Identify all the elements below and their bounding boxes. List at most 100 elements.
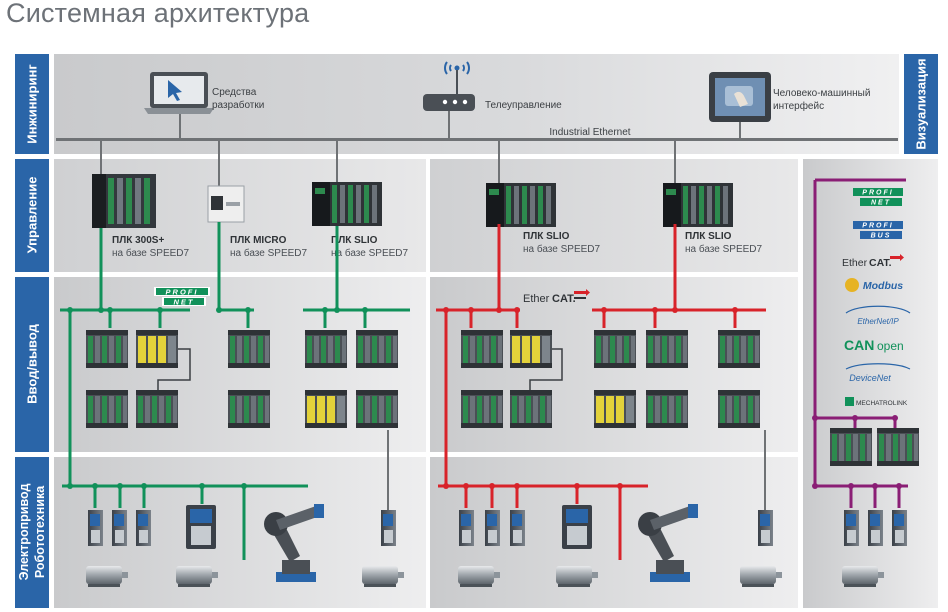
plc-slio-device-2 [486, 183, 556, 227]
profinet-logo: PROFI NET [154, 287, 210, 307]
svg-text:MECHATROLINK: MECHATROLINK [856, 400, 908, 407]
profinet-logo-2: PROFI NET [853, 188, 903, 207]
svg-text:PROFI: PROFI [862, 223, 893, 230]
row-label-control: Управление [25, 177, 40, 254]
row-label-visualization: Визуализация [914, 58, 929, 149]
svg-text:Ether: Ether [523, 293, 550, 305]
io-module [461, 390, 503, 428]
plc-name-1: ПЛК 300S+ [112, 235, 164, 246]
svg-text:PROFI: PROFI [862, 190, 893, 197]
plc-300s-device [92, 174, 156, 228]
svg-text:DeviceNet: DeviceNet [849, 373, 891, 383]
io-module-safety [136, 330, 178, 368]
industrial-ethernet-bus [56, 138, 898, 141]
io-module-safety [510, 330, 552, 368]
row-band-io [15, 277, 49, 452]
svg-text:CAN: CAN [844, 337, 874, 353]
frequency-inverter-icon [562, 505, 592, 549]
hmi-label-1: Человеко-машинный [773, 88, 870, 99]
svg-text:NET: NET [174, 298, 195, 307]
plc-micro-device [207, 185, 245, 223]
plc-slio-device-3 [663, 183, 733, 227]
servo-drive-icon [844, 510, 859, 546]
io-module [86, 330, 128, 368]
servo-drive-icon [510, 510, 525, 546]
svg-text:Modbus: Modbus [863, 280, 903, 292]
svg-text:CAT.: CAT. [869, 257, 892, 269]
dev-tools-label-2: разработки [212, 99, 264, 111]
io-module [718, 330, 760, 368]
canopen-logo: CAN open [844, 337, 904, 353]
io-module [510, 390, 552, 428]
svg-text:open: open [877, 339, 904, 353]
panel-control-right [430, 159, 798, 272]
row-band-engineering [15, 54, 49, 154]
plc-sub-5: на базе SPEED7 [685, 243, 763, 255]
servo-drive-icon [88, 510, 103, 546]
servo-drive-icon [136, 510, 151, 546]
svg-text:BUS: BUS [871, 233, 892, 240]
page-title: Системная архитектура [6, 0, 310, 28]
robot-arm-icon [638, 504, 698, 582]
row-band-control [15, 159, 49, 272]
row-label-io: Ввод/вывод [25, 323, 40, 404]
io-module [356, 390, 398, 428]
plc-sub-3: на базе SPEED7 [331, 247, 409, 259]
remote-label: Телеуправление [485, 100, 562, 111]
svg-text:CAT.: CAT. [552, 293, 576, 305]
profinet-network [60, 222, 410, 560]
io-module [86, 390, 128, 428]
io-module-safety [594, 390, 636, 428]
io-module [718, 390, 760, 428]
servo-drive-icon [758, 510, 773, 546]
ethercat-logo-2: Ether CAT. [842, 254, 904, 269]
hmi-touchscreen-icon [709, 72, 771, 122]
servo-drive-icon [868, 510, 883, 546]
io-module-safety [305, 390, 347, 428]
profibus-logo: PROFI BUS [853, 221, 903, 240]
fieldbus-network [813, 178, 908, 508]
laptop-icon [144, 72, 214, 114]
svg-text:Ether: Ether [842, 257, 868, 269]
mechatrolink-logo: MECHATROLINK [845, 397, 908, 407]
io-module [594, 330, 636, 368]
row-label-engineering: Инжиниринг [25, 64, 40, 144]
bus-label: Industrial Ethernet [549, 127, 630, 138]
io-module [228, 390, 270, 428]
row-label-drive: Электропривод [17, 484, 31, 581]
servo-drive-icon [892, 510, 907, 546]
frequency-inverter-icon [186, 505, 216, 549]
robot-arm-icon [264, 504, 324, 582]
svg-text:NET: NET [871, 200, 891, 207]
io-module [646, 330, 688, 368]
plc-name-4: ПЛК SLIO [523, 231, 570, 242]
ethernetip-logo: EtherNet/IP [845, 305, 911, 326]
io-module [136, 390, 178, 428]
svg-text:PROFI: PROFI [166, 288, 199, 297]
servo-drive-icon [381, 510, 396, 546]
row-label-robotics: Робототехника [33, 485, 47, 578]
router-icon [423, 61, 475, 111]
plc-sub-4: на базе SPEED7 [523, 243, 601, 255]
io-module [646, 390, 688, 428]
plc-sub-1: на базе SPEED7 [112, 247, 190, 259]
servo-drive-icon [485, 510, 500, 546]
servo-drive-icon [459, 510, 474, 546]
devicenet-logo: DeviceNet [845, 363, 911, 383]
plc-name-2: ПЛК MICRO [230, 235, 287, 246]
io-module [461, 330, 503, 368]
dev-tools-label-1: Средства [212, 87, 257, 98]
plc-slio-device-1 [312, 182, 382, 226]
io-module [228, 330, 270, 368]
io-module [830, 428, 872, 466]
ethercat-logo: Ether CAT. [523, 289, 590, 305]
servo-drive-icon [112, 510, 127, 546]
plc-name-5: ПЛК SLIO [685, 231, 732, 242]
row-band-visualization [904, 54, 938, 154]
io-module [356, 330, 398, 368]
modbus-logo: Modbus [845, 278, 903, 292]
svg-text:EtherNet/IP: EtherNet/IP [857, 317, 899, 326]
hmi-label-2: интерфейс [773, 100, 824, 112]
row-band-drive [15, 457, 49, 608]
